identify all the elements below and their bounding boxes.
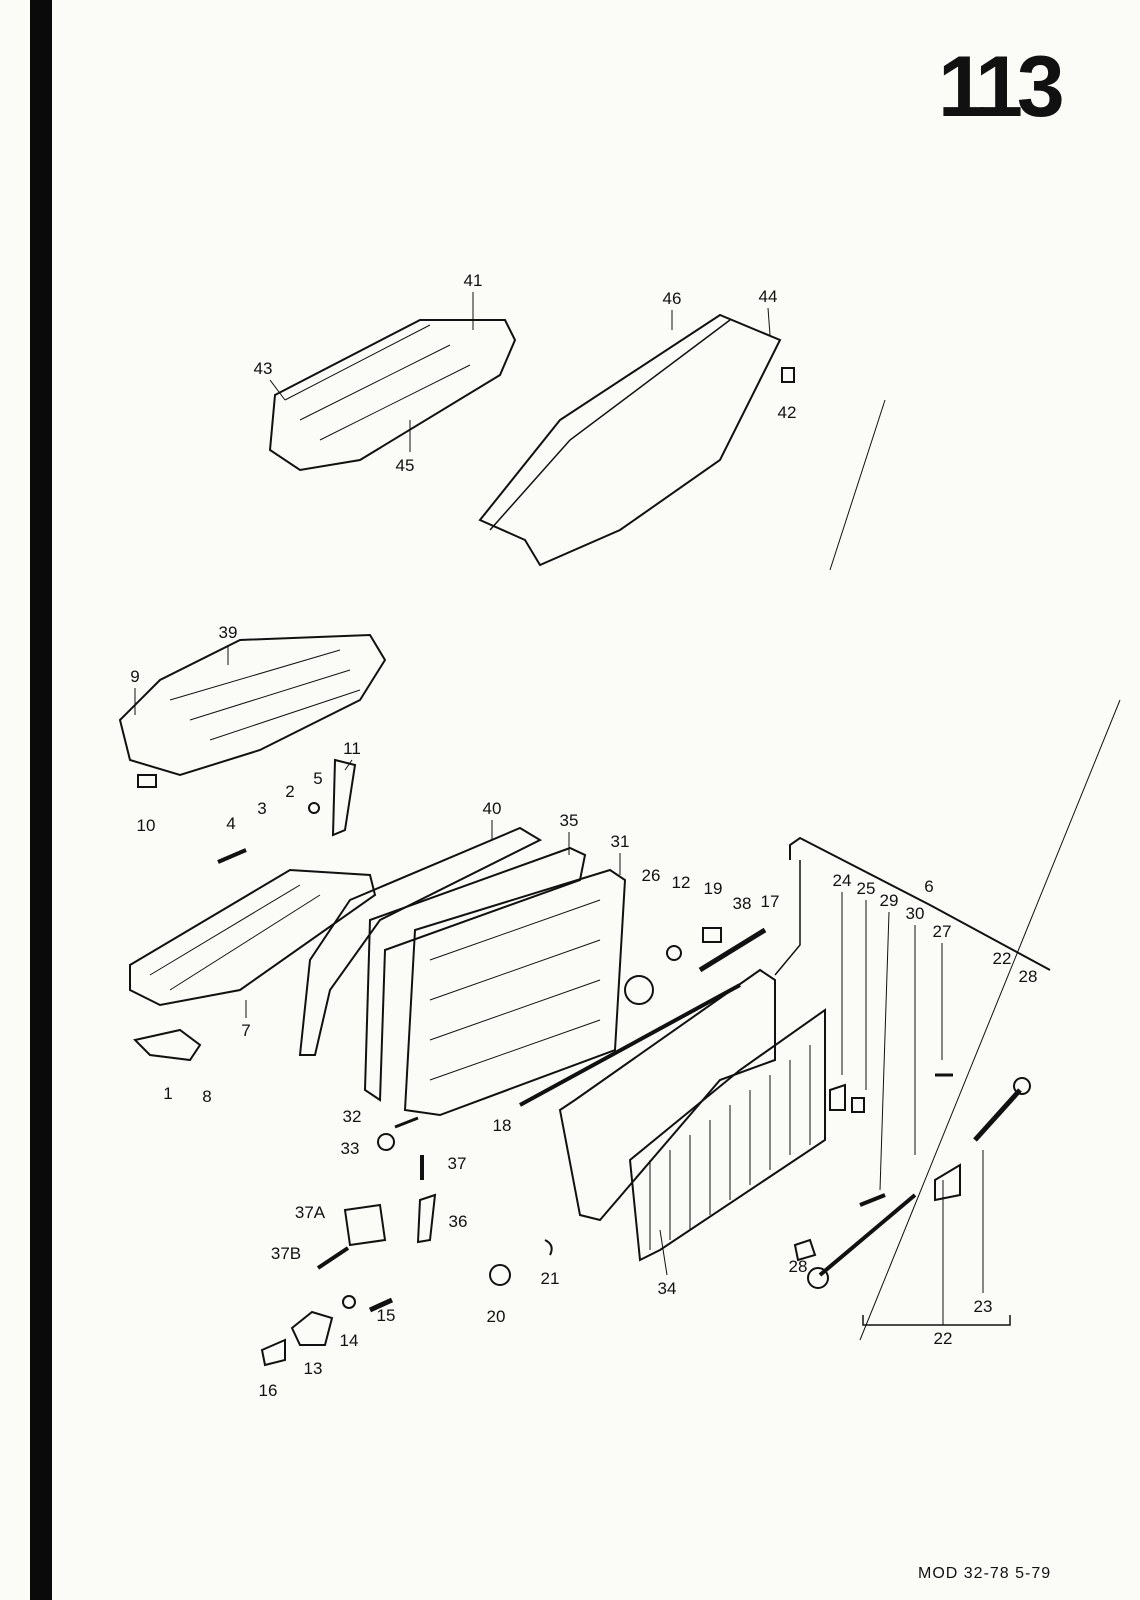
callout-42: 42	[777, 403, 797, 422]
callout-29: 29	[879, 891, 899, 910]
callout-9: 9	[130, 667, 140, 686]
carpet-34	[628, 1008, 826, 1262]
bolt-4	[217, 848, 247, 864]
callout-13: 13	[303, 1359, 323, 1378]
callout-15: 15	[376, 1306, 396, 1325]
callout-21: 21	[540, 1269, 560, 1288]
screw-32	[394, 1116, 419, 1129]
frame-31	[403, 868, 627, 1117]
backrest-pad-40	[298, 826, 543, 1056]
callout-1: 1	[163, 1084, 173, 1103]
clip-10	[137, 774, 157, 788]
clip-24	[829, 1083, 846, 1111]
cover-16	[260, 1338, 286, 1367]
plate-13	[290, 1310, 334, 1346]
callout-12: 12	[671, 873, 691, 892]
rod-38	[698, 927, 767, 973]
callout-44: 44	[758, 287, 778, 306]
binding-edge	[30, 0, 52, 1600]
washer-5	[308, 802, 320, 814]
callout-11: 11	[343, 739, 361, 758]
callout-30: 30	[905, 904, 925, 923]
cap-33	[377, 1133, 395, 1151]
rear-panel	[558, 968, 776, 1222]
callout-3: 3	[257, 799, 267, 818]
callout-17: 17	[760, 892, 780, 911]
callout-14: 14	[339, 1331, 359, 1350]
clip-42	[781, 367, 795, 383]
nut-14	[342, 1295, 356, 1309]
callout-45: 45	[395, 456, 415, 475]
seat-frame	[129, 868, 377, 1007]
callout-32: 32	[342, 1107, 362, 1126]
callout-35: 35	[559, 811, 579, 830]
footer-model-code: MOD 32-78 5-79	[918, 1565, 1052, 1582]
callout-37B: 37B	[270, 1244, 302, 1263]
callout-19: 19	[703, 879, 723, 898]
screw-37B	[316, 1246, 350, 1270]
callout-37: 37	[447, 1154, 467, 1173]
clamp-37A	[343, 1203, 387, 1247]
cap-28	[793, 1238, 817, 1262]
bolt-15	[368, 1297, 394, 1313]
seal-35	[363, 846, 587, 1102]
clip-19	[702, 927, 722, 943]
callout-24: 24	[832, 871, 852, 890]
callout-23: 23	[973, 1297, 993, 1316]
hinge-1	[133, 1028, 202, 1062]
handle-11	[331, 758, 357, 837]
callout-31: 31	[610, 832, 630, 851]
clip-25	[851, 1097, 865, 1113]
callout-25: 25	[856, 879, 876, 898]
callout-26: 26	[641, 866, 661, 885]
bracket-6	[789, 836, 1051, 971]
clip-21	[544, 1239, 553, 1256]
callout-6: 6	[924, 877, 934, 896]
callout-41: 41	[463, 271, 483, 290]
callout-36: 36	[448, 1212, 468, 1231]
bracket-36	[416, 1193, 437, 1244]
screw-29	[859, 1193, 886, 1207]
callout-22-bottom: 22	[933, 1329, 953, 1348]
callout-8: 8	[202, 1087, 212, 1106]
bolt-20	[489, 1264, 511, 1286]
page-number: 113	[938, 39, 1065, 135]
callout-38: 38	[732, 894, 752, 913]
callout-16: 16	[258, 1381, 278, 1400]
rod-18	[519, 983, 741, 1107]
callout-40: 40	[482, 799, 502, 818]
backrest-frame	[478, 313, 782, 567]
callout-7: 7	[241, 1021, 251, 1040]
callout-39: 39	[218, 623, 238, 642]
callout-22-top: 22	[992, 949, 1012, 968]
callout-28-top: 28	[1018, 967, 1038, 986]
callout-34: 34	[657, 1279, 677, 1298]
callout-2: 2	[285, 782, 295, 801]
backrest-cushion	[268, 319, 517, 472]
callout-4: 4	[226, 814, 236, 833]
callout-37A: 37A	[294, 1203, 326, 1222]
callout-46: 46	[662, 289, 682, 308]
rod-22	[818, 1193, 917, 1277]
callout-28-bottom: 28	[788, 1257, 808, 1276]
callout-5: 5	[313, 769, 323, 788]
plug-12	[666, 945, 682, 961]
callout-10: 10	[136, 816, 156, 835]
callout-27: 27	[932, 922, 952, 941]
callout-33: 33	[340, 1139, 360, 1158]
callout-18: 18	[492, 1116, 512, 1135]
grommet-26	[624, 975, 655, 1005]
seat-cushion	[118, 633, 387, 777]
callout-20: 20	[486, 1307, 506, 1326]
callout-43: 43	[253, 359, 273, 378]
